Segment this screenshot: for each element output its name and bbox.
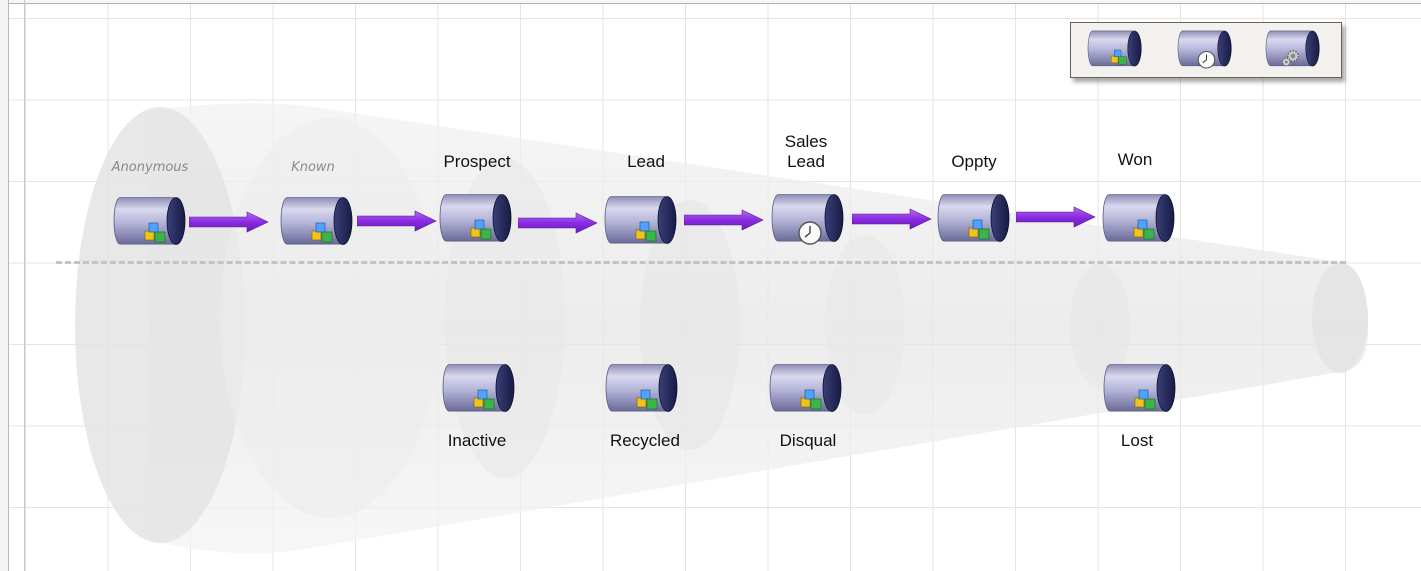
label-won: Won <box>1117 150 1153 169</box>
arrow-prospect-to-lead[interactable] <box>518 212 598 234</box>
label-anonymous: Anonymous <box>111 160 189 175</box>
label-disqual: Disqual <box>779 431 837 450</box>
stage-node-won[interactable] <box>1101 192 1177 248</box>
database-blocks-icon <box>1085 29 1145 71</box>
stage-node-disqual[interactable] <box>768 362 844 418</box>
label-oppty: Oppty <box>951 152 997 171</box>
database-blocks-icon <box>1102 362 1178 418</box>
palette-gears-item[interactable] <box>1263 29 1323 71</box>
database-blocks-icon <box>936 192 1012 248</box>
database-blocks-icon <box>112 195 188 251</box>
label-known: Known <box>291 160 335 175</box>
database-blocks-icon <box>279 195 355 251</box>
top-border <box>0 0 1421 4</box>
database-blocks-icon <box>441 362 517 418</box>
arrow-anonymous-to-known[interactable] <box>189 211 269 233</box>
label-sales-lead: Sales Lead <box>784 132 828 171</box>
stage-node-recycled[interactable] <box>604 362 680 418</box>
database-clock-icon <box>770 192 846 248</box>
left-border <box>0 0 9 571</box>
divider-line <box>56 261 1346 264</box>
database-clock-icon <box>1175 29 1235 71</box>
stage-node-known[interactable] <box>279 195 355 251</box>
palette-clock-item[interactable] <box>1175 29 1235 71</box>
database-blocks-icon <box>604 362 680 418</box>
stage-node-sales-lead[interactable] <box>770 192 846 248</box>
arrow-known-to-prospect[interactable] <box>357 210 437 232</box>
stage-node-lost[interactable] <box>1102 362 1178 418</box>
label-prospect: Prospect <box>443 152 511 171</box>
shape-palette <box>1070 22 1342 78</box>
arrow-sales-lead-to-oppty[interactable] <box>852 208 932 230</box>
stage-node-anonymous[interactable] <box>112 195 188 251</box>
database-blocks-icon <box>603 194 679 250</box>
left-margin-line <box>24 0 25 571</box>
arrow-oppty-to-won[interactable] <box>1016 206 1096 228</box>
database-blocks-icon <box>768 362 844 418</box>
label-recycled: Recycled <box>610 431 680 450</box>
label-lead: Lead <box>627 152 665 171</box>
stage-node-inactive[interactable] <box>441 362 517 418</box>
arrow-lead-to-sales-lead[interactable] <box>684 209 764 231</box>
stage-node-prospect[interactable] <box>438 192 514 248</box>
database-blocks-icon <box>1101 192 1177 248</box>
stage-node-lead[interactable] <box>603 194 679 250</box>
database-blocks-icon <box>438 192 514 248</box>
palette-blocks-item[interactable] <box>1085 29 1145 71</box>
label-inactive: Inactive <box>447 431 507 450</box>
stage-node-oppty[interactable] <box>936 192 1012 248</box>
label-lost: Lost <box>1120 431 1154 450</box>
database-gears-icon <box>1263 29 1323 71</box>
